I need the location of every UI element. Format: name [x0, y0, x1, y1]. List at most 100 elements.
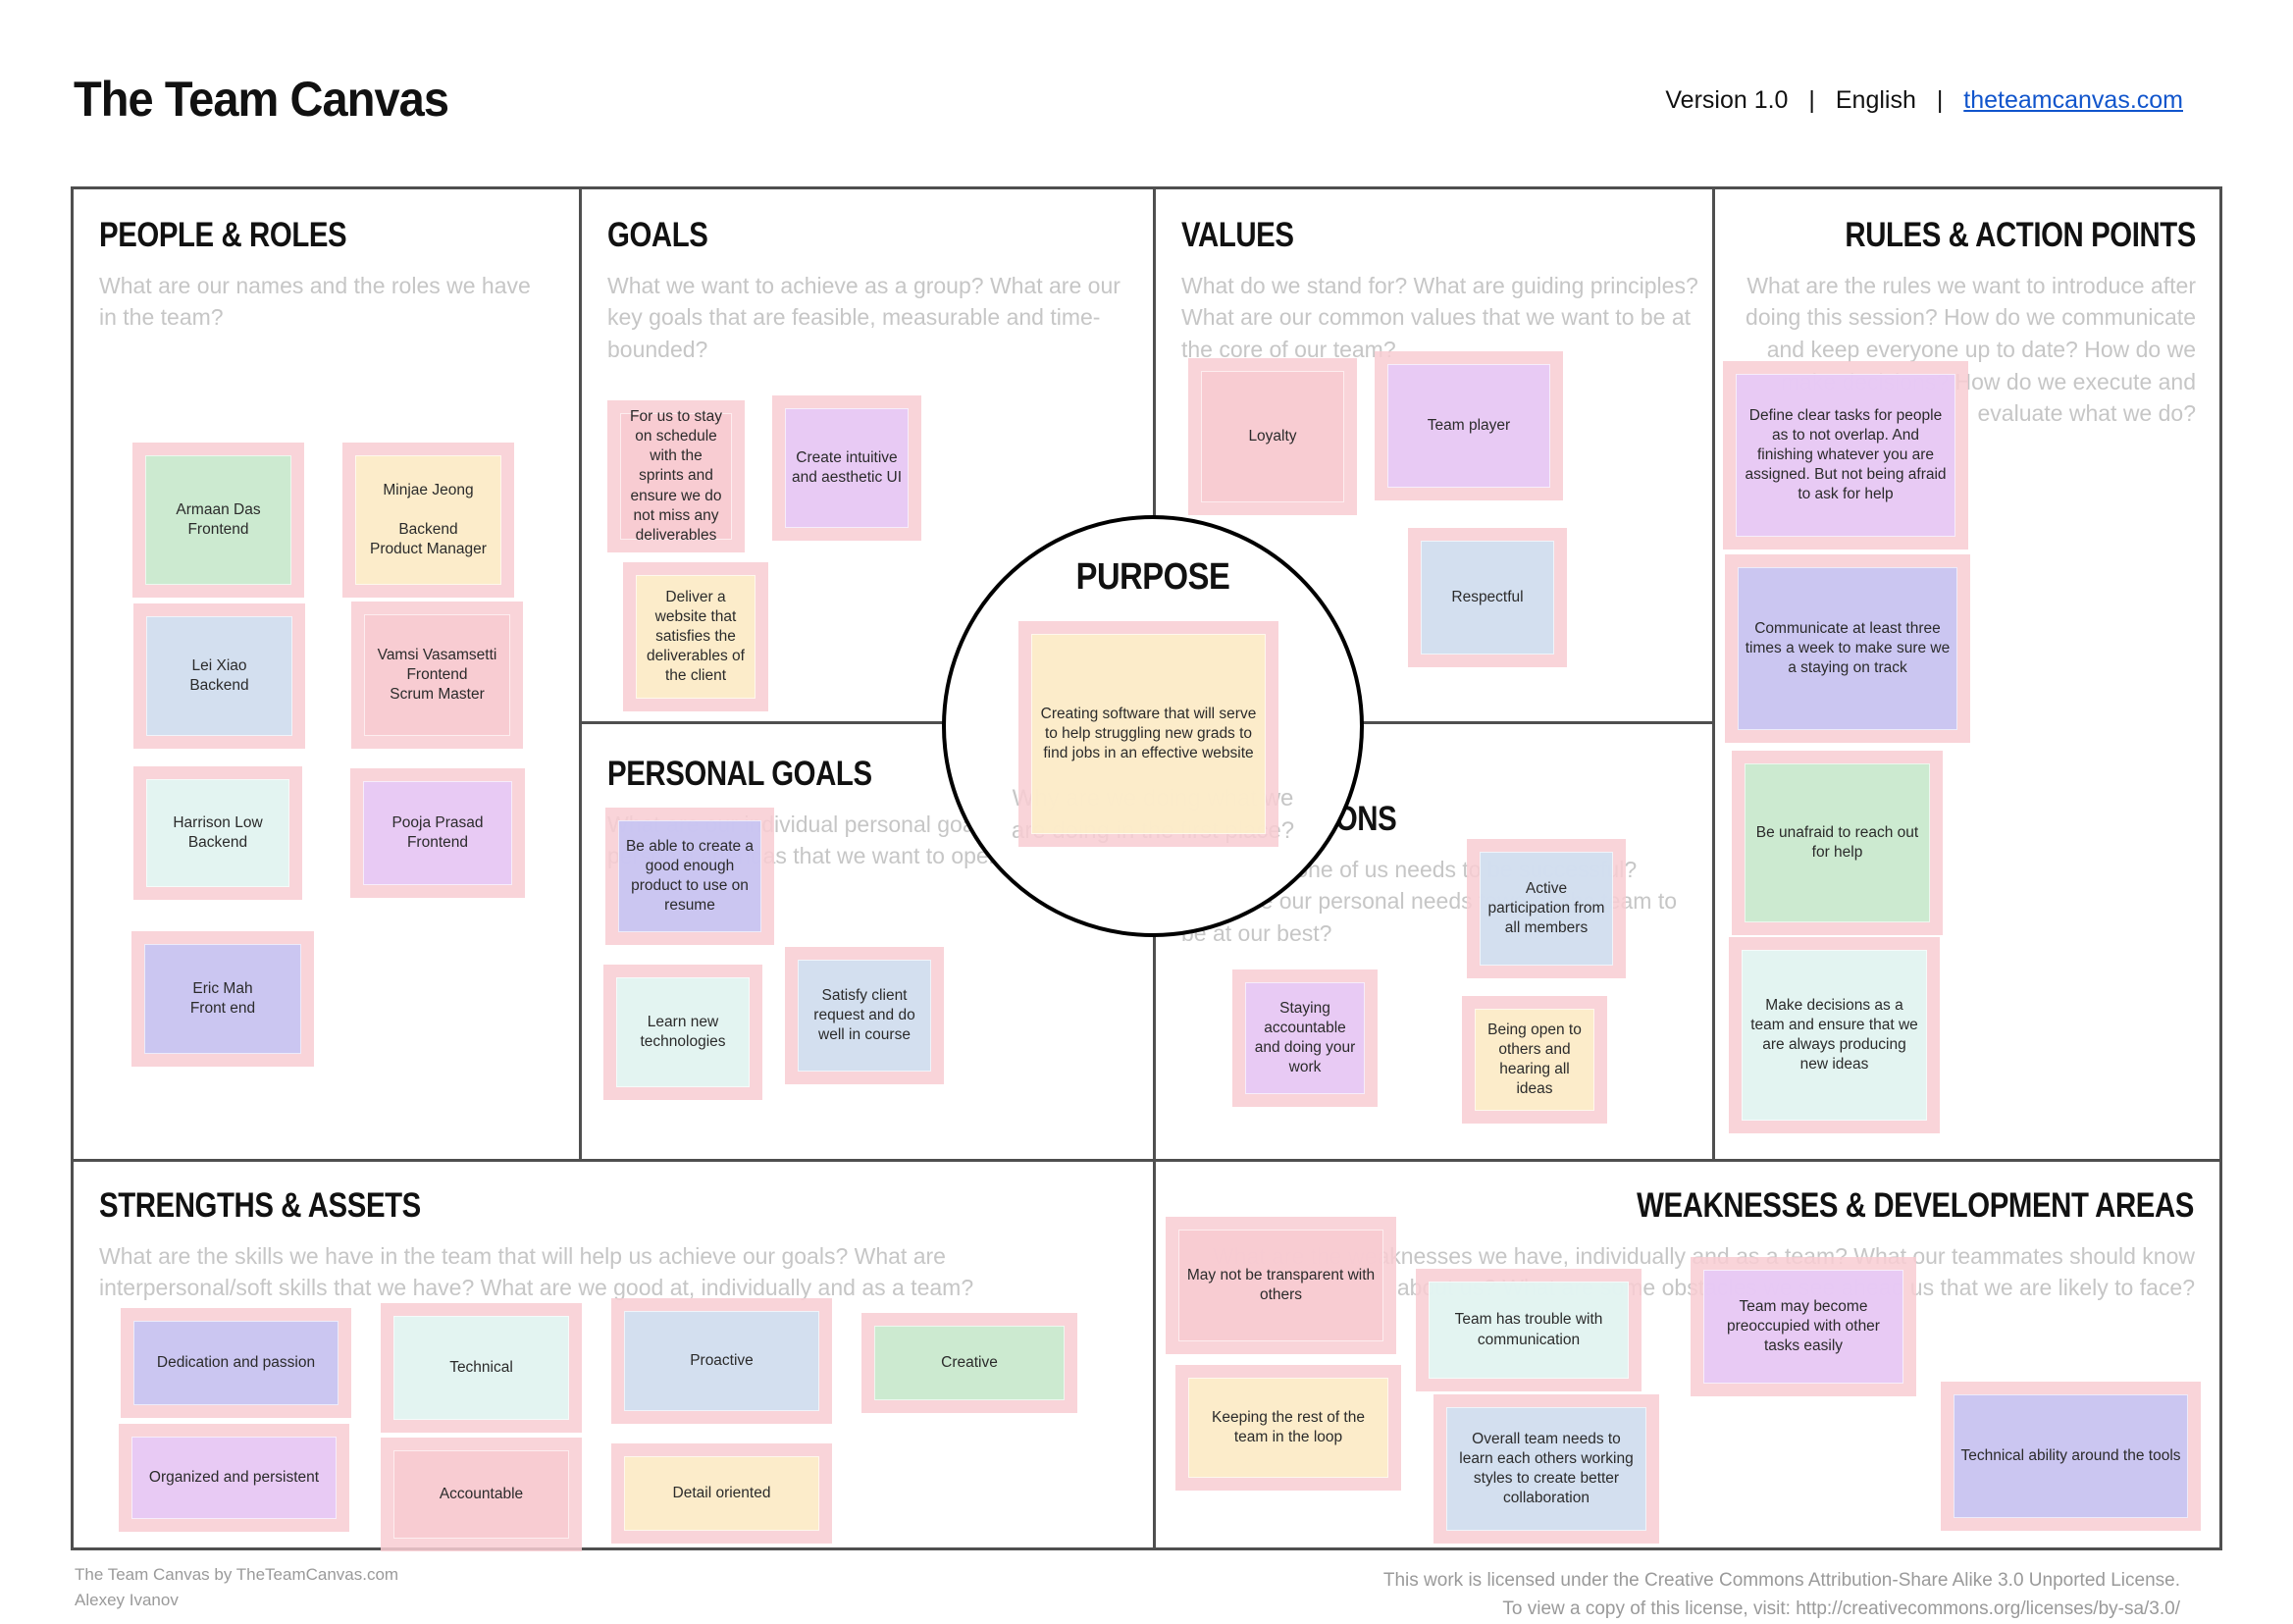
sticky-note[interactable]: Pooja Prasad Frontend	[350, 768, 525, 898]
footer-credit-line1: The Team Canvas by TheTeamCanvas.com	[75, 1565, 399, 1584]
sticky-note[interactable]: Organized and persistent	[119, 1424, 349, 1532]
section-prompt: What do we stand for? What are guiding p…	[1181, 272, 1698, 363]
sticky-note-text: Technical ability around the tools	[1960, 1446, 2181, 1464]
sticky-note-body: Armaan Das Frontend	[145, 455, 291, 585]
sticky-note[interactable]: Overall team needs to learn each others …	[1433, 1394, 1659, 1544]
sticky-note[interactable]: For us to stay on schedule with the spri…	[607, 400, 745, 552]
sticky-note-body: For us to stay on schedule with the spri…	[620, 408, 732, 544]
sticky-note[interactable]: Accountable	[381, 1438, 582, 1551]
section-title: GOALS	[607, 216, 708, 254]
sticky-note-text: Harrison Low Backend	[173, 813, 263, 851]
sticky-note-text: May not be transparent with others	[1186, 1266, 1376, 1303]
sticky-note-text: Lei Xiao Backend	[189, 656, 249, 694]
section-title: PEOPLE & ROLES	[99, 216, 347, 254]
sticky-note[interactable]: Make decisions as a team and ensure that…	[1729, 937, 1940, 1133]
meta-separator: |	[1936, 86, 1944, 114]
sticky-note-body: Learn new technologies	[616, 977, 750, 1087]
team-canvas-board: PEOPLE & ROLES What are our names and th…	[71, 186, 2222, 1551]
sticky-note[interactable]: Harrison Low Backend	[133, 766, 302, 900]
sticky-note-text: Vamsi Vasamsetti Frontend Scrum Master	[377, 646, 497, 704]
sticky-note-text: Accountable	[439, 1485, 524, 1502]
sticky-note-body: Technical	[393, 1316, 569, 1420]
sticky-note-text: Pooja Prasad Frontend	[391, 813, 484, 851]
sticky-note[interactable]: Armaan Das Frontend	[132, 443, 304, 598]
sticky-note-text: Overall team needs to learn each others …	[1459, 1430, 1634, 1507]
sticky-notes-layer: Armaan Das Frontend Minjae Jeong Backend …	[74, 189, 2219, 1551]
sticky-note-body: Be able to create a good enough product …	[618, 820, 761, 932]
sticky-note[interactable]: Be unafraid to reach out for help	[1732, 751, 1943, 935]
footer-license-line2: To view a copy of this license, visit: h…	[1502, 1598, 2180, 1620]
sticky-note[interactable]: Minjae Jeong Backend Product Manager	[342, 443, 514, 598]
sticky-note[interactable]: Create intuitive and aesthetic UI	[772, 395, 921, 541]
footer-credit: The Team Canvas by TheTeamCanvas.com Ale…	[75, 1562, 398, 1612]
sticky-note-body: Proactive	[624, 1311, 819, 1411]
sticky-note[interactable]: Communicate at least three times a week …	[1725, 554, 1970, 743]
sticky-note[interactable]: Team has trouble with communication	[1416, 1269, 1642, 1391]
sticky-note[interactable]: May not be transparent with others	[1166, 1217, 1396, 1354]
sticky-note[interactable]: Vamsi Vasamsetti Frontend Scrum Master	[351, 602, 523, 749]
sticky-note[interactable]: Eric Mah Front end	[131, 931, 314, 1067]
sticky-note-body: Lei Xiao Backend	[146, 616, 292, 736]
sticky-note[interactable]: Creative	[861, 1313, 1077, 1413]
sticky-note[interactable]: Learn new technologies	[603, 965, 762, 1100]
sticky-note-body: Creative	[874, 1326, 1065, 1400]
sticky-note[interactable]: Technical ability around the tools	[1941, 1382, 2201, 1531]
sticky-note-body: Deliver a website that satisfies the del…	[636, 575, 756, 699]
sticky-note-text: Team player	[1427, 416, 1511, 434]
grid-divider	[1712, 189, 1715, 1159]
sticky-note[interactable]: Technical	[381, 1303, 582, 1433]
sticky-note-body: Team player	[1387, 364, 1550, 488]
sticky-note[interactable]: Active participation from all members	[1467, 839, 1626, 978]
sticky-note[interactable]: Being open to others and hearing all ide…	[1462, 996, 1607, 1124]
sticky-note[interactable]: Team player	[1375, 351, 1563, 500]
sticky-note[interactable]: Staying accountable and doing your work	[1232, 969, 1378, 1107]
section-prompt: What are our names and the roles we have…	[99, 272, 531, 331]
sticky-note-text: Organized and persistent	[148, 1468, 320, 1486]
sticky-note-text: Loyalty	[1248, 427, 1297, 445]
sticky-note[interactable]: Detail oriented	[611, 1443, 832, 1544]
header-meta: Version 1.0 | English | theteamcanvas.co…	[1665, 86, 2183, 115]
sticky-note[interactable]: Deliver a website that satisfies the del…	[623, 562, 768, 711]
sticky-note[interactable]: Define clear tasks for people as to not …	[1723, 361, 1968, 550]
sticky-note[interactable]: Respectful	[1408, 528, 1567, 667]
footer-credit-line2: Alexey Ivanov	[75, 1590, 179, 1609]
sticky-note[interactable]: Be able to create a good enough product …	[605, 808, 774, 945]
sticky-note-text: Team has trouble with communication	[1454, 1311, 1603, 1348]
sticky-note-text: Minjae Jeong Backend Product Manager	[370, 481, 487, 558]
sticky-note-body: Keeping the rest of the team in the loop	[1188, 1378, 1388, 1478]
sticky-note[interactable]: Dedication and passion	[121, 1308, 351, 1418]
section-goals: GOALS What we want to achieve as a group…	[582, 189, 1153, 721]
sticky-note-text: Deliver a website that satisfies the del…	[647, 588, 745, 685]
sticky-note-text: Technical	[449, 1358, 513, 1376]
sticky-note-body: Detail oriented	[624, 1456, 819, 1531]
sticky-note-body: Accountable	[393, 1450, 569, 1539]
sticky-note-text: Keeping the rest of the team in the loop	[1212, 1408, 1365, 1445]
sticky-note-text: Dedication and passion	[156, 1353, 316, 1371]
section-prompt: What we want to achieve as a group? What…	[607, 272, 1120, 363]
sticky-note-body: May not be transparent with others	[1178, 1230, 1383, 1341]
meta-separator: |	[1808, 86, 1815, 114]
sticky-note[interactable]: Keeping the rest of the team in the loop	[1175, 1365, 1401, 1491]
sticky-note-text: Being open to others and hearing all ide…	[1487, 1021, 1582, 1098]
sticky-note-text: Active participation from all members	[1487, 879, 1605, 937]
sticky-note-body: Organized and persistent	[131, 1437, 337, 1519]
sticky-note[interactable]: Team may become preoccupied with other t…	[1691, 1257, 1916, 1396]
sticky-note-text: Team may become preoccupied with other t…	[1727, 1297, 1880, 1355]
sticky-note-body: Create intuitive and aesthetic UI	[785, 408, 909, 528]
sticky-note[interactable]: Loyalty	[1188, 358, 1357, 515]
sticky-note-body: Eric Mah Front end	[144, 944, 301, 1054]
sticky-note-body: Make decisions as a team and ensure that…	[1742, 950, 1927, 1121]
sticky-note-body: Staying accountable and doing your work	[1245, 982, 1365, 1094]
section-title: VALUES	[1181, 216, 1294, 254]
footer-license-line1: This work is licensed under the Creative…	[1382, 1570, 2180, 1591]
sticky-note-text: Armaan Das Frontend	[176, 500, 261, 538]
sticky-note[interactable]: Satisfy client request and do well in co…	[785, 947, 944, 1084]
sticky-note-body: Being open to others and hearing all ide…	[1475, 1009, 1594, 1111]
website-link[interactable]: theteamcanvas.com	[1963, 86, 2183, 114]
sticky-note-body: Team may become preoccupied with other t…	[1703, 1270, 1903, 1384]
sticky-note[interactable]: Proactive	[611, 1298, 832, 1424]
sticky-note-text: For us to stay on schedule with the spri…	[630, 408, 722, 544]
sticky-note[interactable]: Creating software that will serve to hel…	[1018, 621, 1278, 847]
sticky-note-body: Minjae Jeong Backend Product Manager	[355, 455, 501, 585]
sticky-note[interactable]: Lei Xiao Backend	[133, 603, 305, 749]
